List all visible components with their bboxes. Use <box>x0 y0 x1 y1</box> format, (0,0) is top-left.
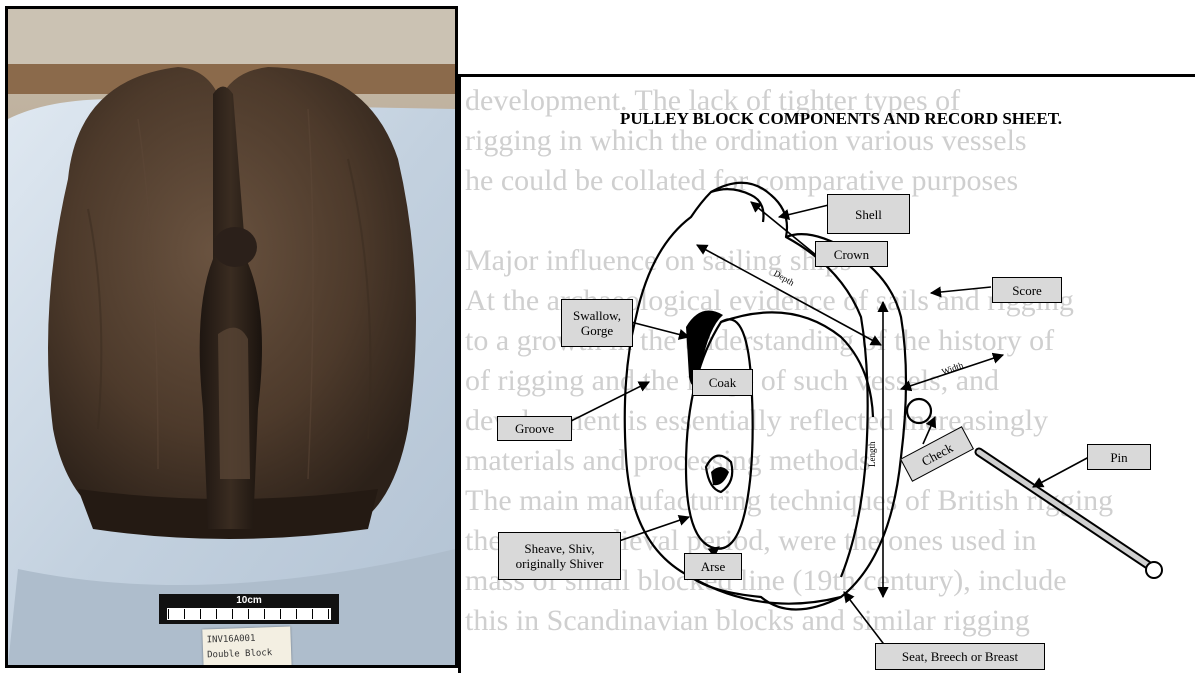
scale-label: 10cm <box>159 595 339 606</box>
label-pin: Pin <box>1087 444 1151 470</box>
width-label: Width <box>940 360 965 377</box>
label-crown: Crown <box>815 241 888 267</box>
label-score: Score <box>992 277 1062 303</box>
depth-label: Depth <box>772 268 796 288</box>
pulley-block-drawing: Depth Length Width <box>461 77 1195 673</box>
label-arse: Arse <box>684 553 742 580</box>
length-label: Length <box>867 441 877 467</box>
label-swallow-gorge: Swallow, Gorge <box>561 299 633 347</box>
specimen-tag-name: Double Block <box>207 646 287 664</box>
pin <box>979 452 1162 578</box>
coak-hole <box>711 467 729 485</box>
dimension-lines <box>697 245 1003 597</box>
double-block-photo <box>8 9 455 665</box>
label-coak: Coak <box>692 369 753 396</box>
label-groove: Groove <box>497 416 572 441</box>
diagram-panel: development. The lack of tighter types o… <box>458 74 1195 673</box>
scale-bar: 10cm <box>159 594 339 624</box>
label-seat-breech-breast: Seat, Breech or Breast <box>875 643 1045 670</box>
label-sheave: Sheave, Shiv, originally Shiver <box>498 532 621 580</box>
specimen-tag: INV16A001 Double Block <box>202 626 291 668</box>
label-shell: Shell <box>827 194 910 234</box>
scale-ruler <box>167 608 331 620</box>
photo-panel: 10cm INV16A001 Double Block <box>5 6 458 668</box>
